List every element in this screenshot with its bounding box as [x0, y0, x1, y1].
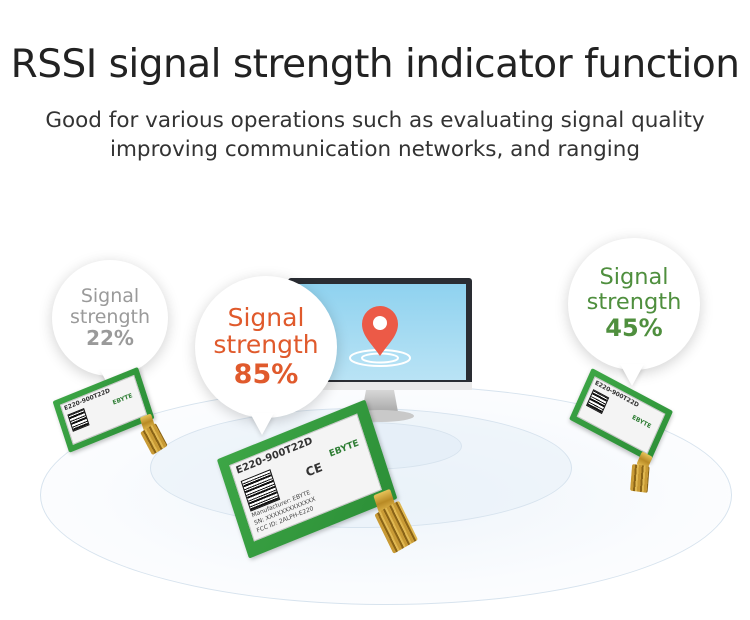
subtitle-line-1: Good for various operations such as eval…: [45, 108, 705, 133]
monitor-icon: [288, 278, 472, 422]
bubble-tail: [620, 364, 644, 386]
page-subtitle: Good for various operations such as eval…: [0, 106, 750, 164]
bubble-label-signal: Signal: [227, 302, 305, 332]
qr-code-icon: [67, 408, 90, 432]
qr-code-icon: [586, 389, 610, 415]
ce-mark-icon: CE: [304, 459, 325, 480]
module-brand: EBYTE: [111, 392, 134, 407]
signal-bubble-22: Signal strength 22%: [52, 260, 168, 392]
bubble-label-signal: Signal: [80, 284, 140, 307]
module-brand: EBYTE: [328, 438, 361, 460]
bubble-percent: 45%: [605, 313, 663, 342]
bubble-label-strength: strength: [213, 330, 319, 360]
subtitle-line-2: improving communication networks, and ra…: [110, 137, 640, 162]
module-brand: EBYTE: [630, 413, 653, 431]
page-title: RSSI signal strength indicator function: [10, 42, 740, 87]
bubble-percent: 22%: [86, 326, 134, 351]
bubble-label-signal: Signal: [599, 264, 669, 291]
bubble-label-strength: strength: [69, 305, 151, 328]
location-pin-icon: [362, 306, 398, 356]
signal-bubble-45: Signal strength 45%: [568, 238, 700, 386]
bubble-percent: 85%: [233, 358, 299, 390]
sma-connector-thread: [630, 464, 650, 493]
signal-bubble-85: Signal strength 85%: [195, 276, 337, 435]
bubble-tail: [250, 413, 274, 435]
bubble-label-strength: strength: [586, 289, 682, 316]
